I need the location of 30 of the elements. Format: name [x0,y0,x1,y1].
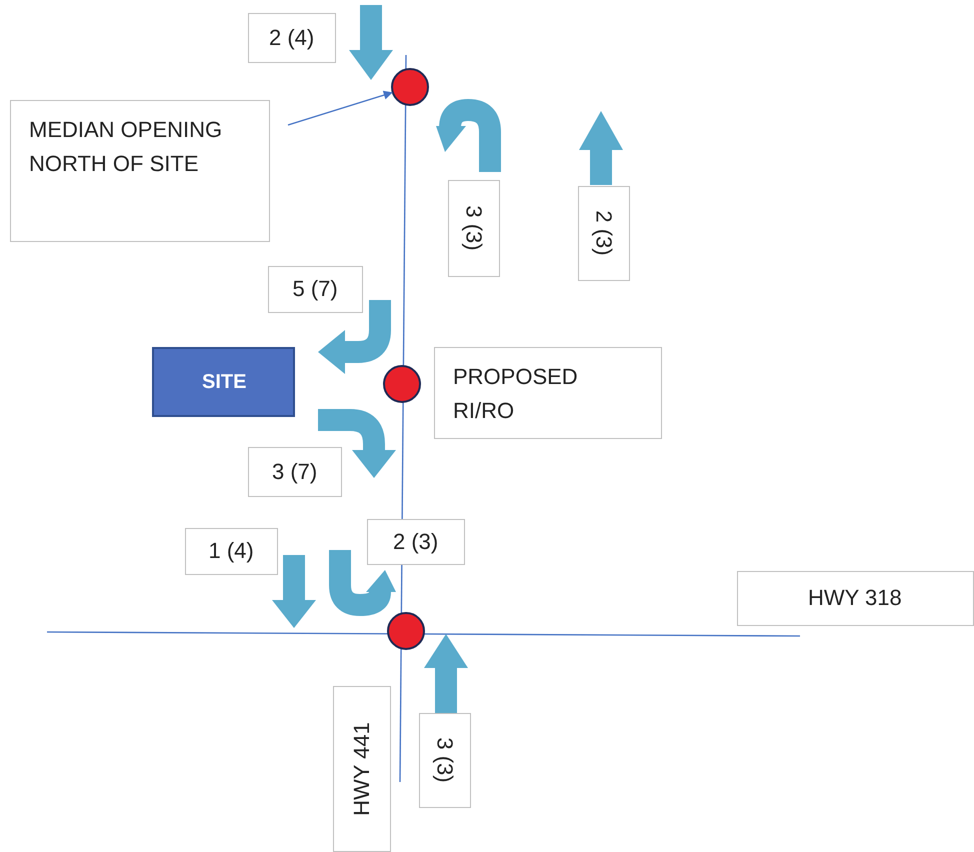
traffic-count-label [248,13,336,63]
traffic-count-label [448,180,500,277]
road-name-label [737,571,974,626]
traffic-count-label [367,519,465,565]
site-block [152,347,295,417]
callout-box [10,100,270,242]
traffic-count-label [419,713,471,808]
leader-line [288,90,393,126]
label-text: HWY 318 [808,585,902,611]
traffic-count-label [578,186,630,281]
traffic-count-label [248,447,342,497]
traffic-count-label [268,266,363,313]
traffic-count-label [185,528,278,575]
label-text: MEDIAN OPENING NORTH OF SITE [29,116,224,178]
label-text: 5 (7) [292,276,338,302]
label-text: 3 (3) [460,205,487,251]
intersection-dot [391,68,429,106]
label-text: 2 (3) [590,210,617,256]
label-text: 2 (4) [269,24,314,50]
label-text: 2 (3) [393,528,438,554]
intersection-dot [383,365,421,403]
label-text: PROPOSED RI/RO [453,363,579,425]
road-name-label [333,686,391,852]
label-text: 1 (4) [208,538,254,564]
label-text: 3 (7) [272,458,318,484]
callout-box [434,347,662,439]
label-text: HWY 441 [348,722,374,816]
intersection-dot [387,612,425,650]
label-text: 3 (3) [432,737,458,783]
site-label: SITE [202,371,246,394]
